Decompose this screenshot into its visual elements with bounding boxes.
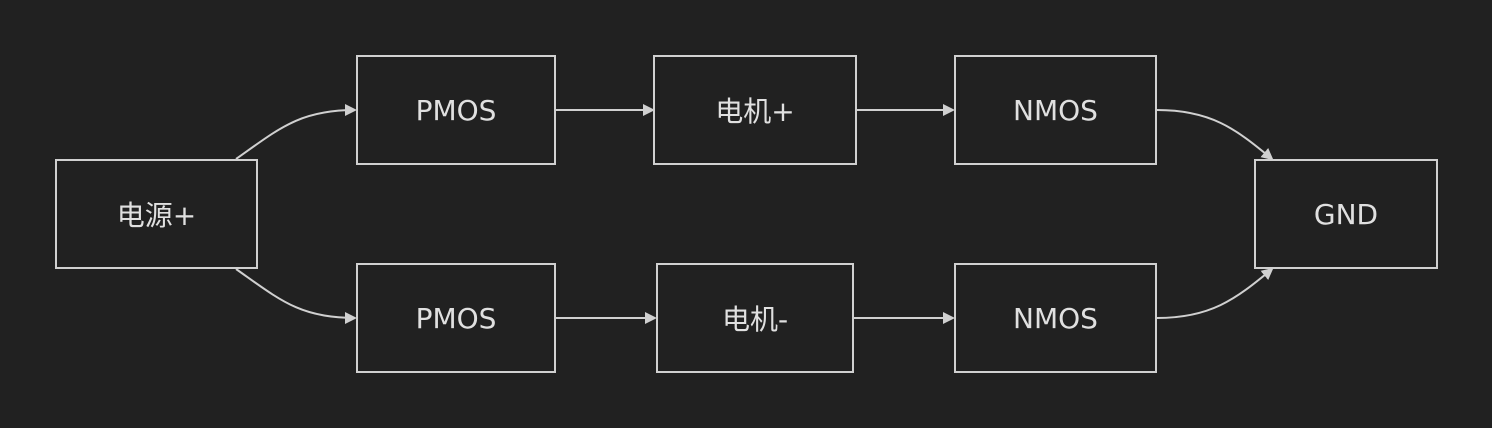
node-nmos-top-label: NMOS <box>1013 93 1098 127</box>
node-nmos-top: NMOS <box>954 55 1157 165</box>
node-nmos-bottom: NMOS <box>954 263 1157 373</box>
node-gnd-label: GND <box>1313 197 1379 231</box>
node-pmos-top-label: PMOS <box>415 93 497 127</box>
node-pmos-bottom: PMOS <box>356 263 556 373</box>
node-power-plus: 电源+ <box>55 159 258 269</box>
node-pmos-top: PMOS <box>356 55 556 165</box>
node-motor-plus: 电机+ <box>653 55 857 165</box>
edge-power-plus-to-pmos-bottom <box>235 268 357 324</box>
node-gnd: GND <box>1254 159 1438 269</box>
node-power-plus-label: 电源+ <box>116 199 197 232</box>
node-motor-minus-label: 电机- <box>721 303 789 336</box>
node-motor-plus-label: 电机+ <box>715 95 795 128</box>
edge-power-plus-to-pmos-top <box>235 104 357 160</box>
node-nmos-bottom-label: NMOS <box>1013 301 1098 335</box>
node-motor-minus: 电机- <box>656 263 854 373</box>
node-pmos-bottom-label: PMOS <box>415 301 497 335</box>
edge-nmos-top-to-gnd <box>1156 109 1274 161</box>
edge-nmos-bottom-to-gnd <box>1156 267 1274 319</box>
